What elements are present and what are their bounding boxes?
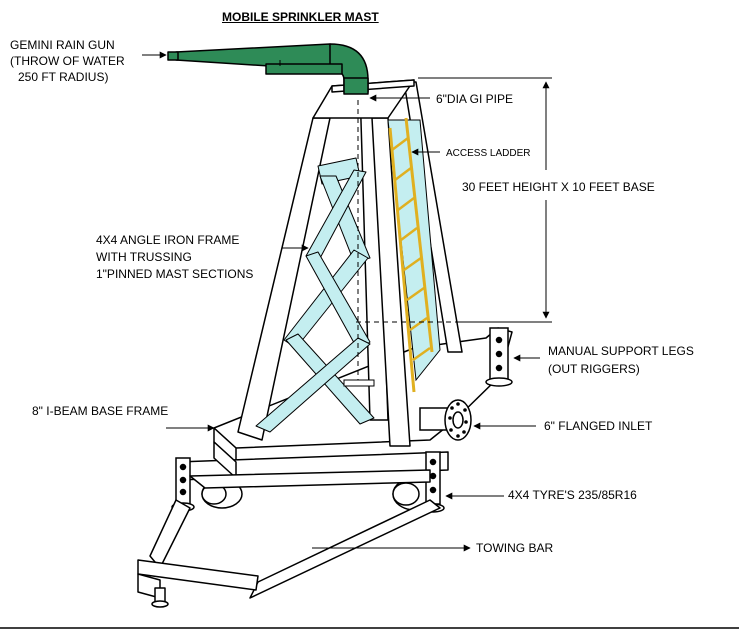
leader-arrows [142,51,552,552]
rain-gun-label-line1: GEMINI RAIN GUN [10,38,115,52]
pipe-base-plate [343,379,375,387]
rain-gun-drawing [167,43,369,95]
rain-gun-label-line3: 250 FT RADIUS) [18,70,109,84]
outrigger-leg [485,327,513,387]
height-label: 30 FEET HEIGHT X 10 FEET BASE [462,180,655,194]
legs-label-line2: (OUT RIGGERS) [548,362,640,376]
front-posts [171,451,445,513]
base-frame-label: 8" I-BEAM BASE FRAME [32,404,169,418]
towing-bar-label: TOWING BAR [476,541,554,555]
inlet-label: 6" FLANGED INLET [544,419,653,433]
tyres-label: 4X4 TYRE'S 235/85R16 [508,488,637,502]
pipe-label: 6"DIA GI PIPE [436,92,513,106]
towing-bar [137,469,441,608]
rain-gun-label-line2: (THROW OF WATER [10,54,125,68]
frame-label-line1: 4X4 ANGLE IRON FRAME [96,233,240,247]
frame-label-line3: 1"PINNED MAST SECTIONS [96,267,254,281]
access-ladder-drawing [387,117,441,393]
diagram-title: MOBILE SPRINKLER MAST [222,10,379,24]
legs-label-line1: MANUAL SUPPORT LEGS [548,344,694,358]
flanged-inlet [419,399,472,441]
truss-bracing [255,157,375,433]
frame-label-line2: WITH TRUSSING [96,250,192,264]
ladder-label: ACCESS LADDER [446,148,531,159]
